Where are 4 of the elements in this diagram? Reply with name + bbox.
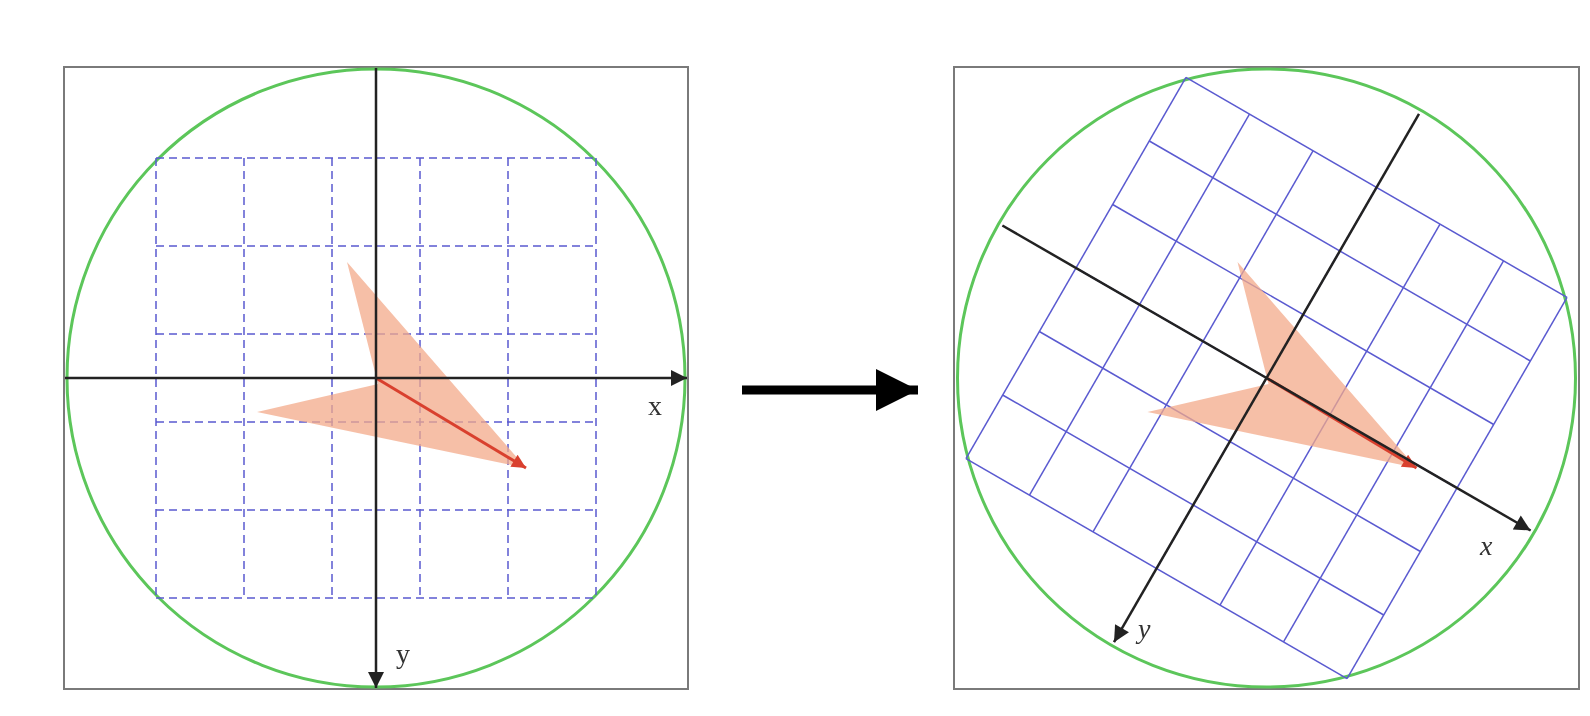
axis-label: y — [396, 640, 410, 668]
axis-label: x — [648, 392, 662, 420]
arrow — [742, 369, 918, 411]
axis-label: x — [1480, 532, 1493, 560]
